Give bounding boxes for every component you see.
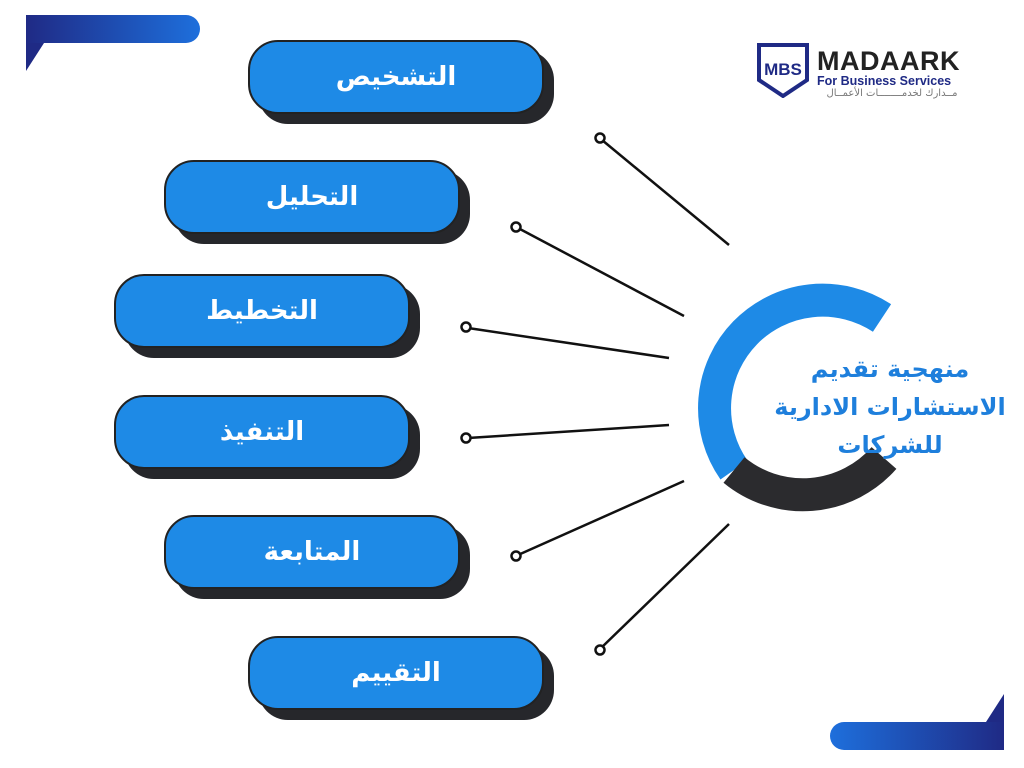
logo-arabic-tagline: مــدارك لخدمــــــــات الأعمــال bbox=[826, 88, 958, 99]
connector-line-3 bbox=[467, 326, 670, 360]
logo-subtitle: For Business Services bbox=[817, 74, 952, 88]
connector-dot-2 bbox=[510, 221, 522, 233]
center-title-line-1: منهجية تقديم bbox=[810, 355, 970, 383]
ring-arc-dark bbox=[723, 446, 897, 512]
mbs-shield-icon: MBS bbox=[757, 43, 809, 98]
diagram-center-title: منهجية تقديم الاستشارات الادارية للشركات bbox=[770, 350, 1010, 464]
center-title-line-2: الاستشارات الادارية bbox=[774, 393, 1006, 421]
connector-line-2 bbox=[517, 226, 685, 318]
logo-name: MADAARK bbox=[817, 46, 960, 76]
step-label: التشخيص bbox=[248, 40, 544, 114]
connector-dot-3 bbox=[460, 321, 472, 333]
step-planning: التخطيط bbox=[114, 274, 420, 358]
step-follow-up: المتابعة bbox=[164, 515, 470, 599]
step-label: التخطيط bbox=[114, 274, 410, 348]
connector-dot-1 bbox=[594, 132, 606, 144]
connector-dot-6 bbox=[594, 644, 606, 656]
center-title-line-3: للشركات bbox=[837, 431, 943, 459]
connector-dot-5 bbox=[510, 550, 522, 562]
connector-dot-4 bbox=[460, 432, 472, 444]
step-label: المتابعة bbox=[164, 515, 460, 589]
connector-line-4 bbox=[467, 423, 670, 440]
step-label: التحليل bbox=[164, 160, 460, 234]
connector-line-1 bbox=[601, 139, 730, 246]
madaark-logo: MBS MADAARK For Business Services مــدار… bbox=[755, 42, 985, 102]
connector-line-5 bbox=[517, 479, 685, 557]
ring-arc-blue bbox=[698, 283, 892, 480]
step-label: التقييم bbox=[248, 636, 544, 710]
corner-decoration-top bbox=[26, 15, 200, 43]
connector-line-6 bbox=[599, 523, 730, 650]
step-analysis: التحليل bbox=[164, 160, 470, 244]
logo-badge-text: MBS bbox=[764, 60, 802, 79]
step-label: التنفيذ bbox=[114, 395, 410, 469]
step-diagnosis: التشخيص bbox=[248, 40, 554, 124]
corner-decoration-bottom bbox=[830, 722, 1004, 750]
step-evaluation: التقييم bbox=[248, 636, 554, 720]
step-implementation: التنفيذ bbox=[114, 395, 420, 479]
